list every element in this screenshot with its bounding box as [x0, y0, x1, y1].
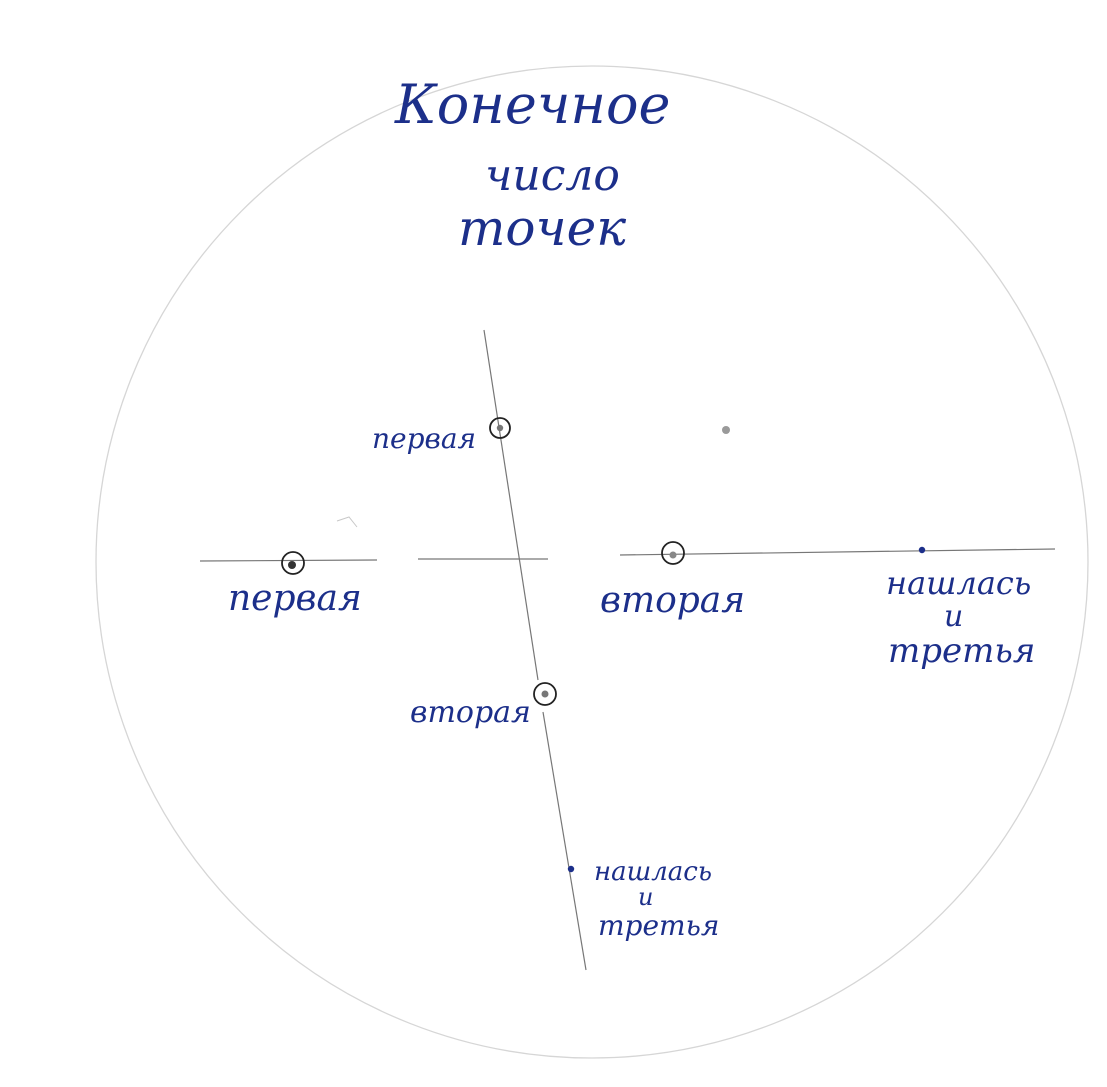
label-horizontal-first: первая: [228, 578, 362, 619]
point-horizontal-second: [661, 541, 685, 565]
label-horizontal-third-line-3: третья: [888, 631, 1035, 671]
title-line-2: число: [485, 150, 620, 201]
point-vertical-third: [567, 865, 575, 873]
point-horizontal-first: [281, 551, 305, 575]
point-vertical-first: [489, 417, 511, 439]
label-vertical-third-line-1: нашлась: [594, 857, 712, 887]
point-stray: [722, 426, 730, 434]
title-line-1: Конечное: [394, 73, 670, 136]
label-horizontal-second: вторая: [600, 580, 745, 621]
label-vertical-second: вторая: [410, 695, 531, 730]
outer-circle: [95, 65, 1089, 1059]
vertical-line: [483, 329, 587, 971]
label-vertical-third-line-3: третья: [598, 909, 719, 942]
horizontal-line: [199, 548, 1056, 562]
pencil-mark: [336, 516, 358, 528]
point-vertical-second: [533, 682, 557, 706]
label-horizontal-third-line-1: нашлась: [886, 564, 1031, 602]
label-horizontal-third-line-2: и: [944, 599, 963, 634]
label-vertical-third-line-2: и: [638, 883, 653, 911]
point-horizontal-third: [918, 546, 926, 554]
title-line-3: точек: [458, 199, 626, 257]
label-vertical-first: первая: [372, 422, 476, 455]
